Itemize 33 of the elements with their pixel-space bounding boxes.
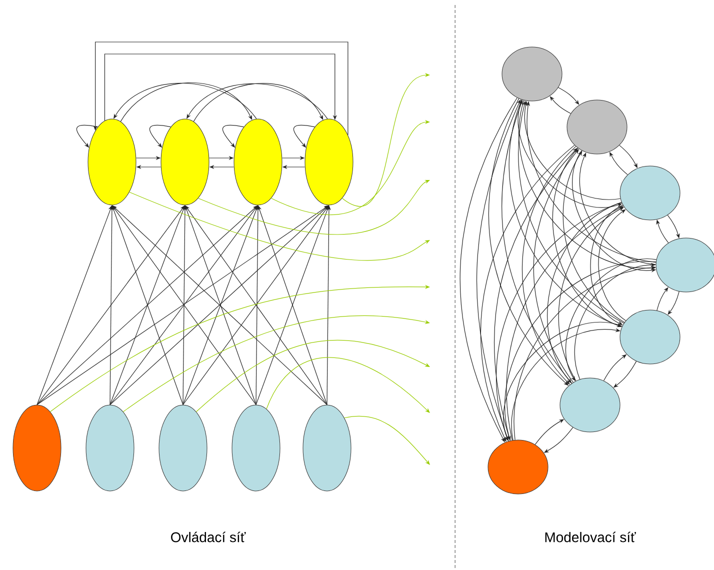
curved-arrow	[122, 316, 430, 412]
arrow	[656, 287, 668, 311]
curved-arrow	[198, 180, 430, 235]
neuron-ellipse	[88, 118, 136, 206]
arrow	[668, 291, 680, 315]
arrow	[36, 205, 258, 406]
network-caption: Modelovací síť	[545, 532, 636, 542]
arrow	[104, 54, 337, 122]
neuron-ellipse	[502, 46, 562, 102]
arrow	[590, 204, 624, 325]
neuron-ellipse	[86, 404, 134, 492]
arrow	[598, 209, 626, 321]
neuron-ellipse	[488, 440, 548, 494]
arrow	[550, 96, 572, 114]
neuron-ellipse	[566, 100, 628, 154]
network-caption: Ovládací síť	[171, 532, 246, 542]
neuron-ellipse	[232, 404, 280, 492]
neuron-ellipse	[620, 310, 680, 364]
curved-arrow	[196, 340, 430, 412]
neuron-ellipse	[304, 118, 354, 206]
curved-arrow	[344, 416, 430, 465]
curved-arrow	[266, 357, 430, 413]
curved-arrow	[129, 192, 430, 261]
neuron-ellipse	[302, 404, 352, 492]
neuron-ellipse	[560, 378, 620, 432]
neuron-ellipse	[12, 404, 62, 492]
neuron-ellipse	[158, 404, 208, 492]
arrow	[558, 87, 580, 105]
neuron-ellipse	[656, 238, 714, 292]
arrow	[36, 205, 329, 406]
neuron-ellipse	[234, 118, 282, 206]
neuron-ellipse	[160, 118, 210, 206]
neuron-ellipse	[620, 166, 680, 220]
